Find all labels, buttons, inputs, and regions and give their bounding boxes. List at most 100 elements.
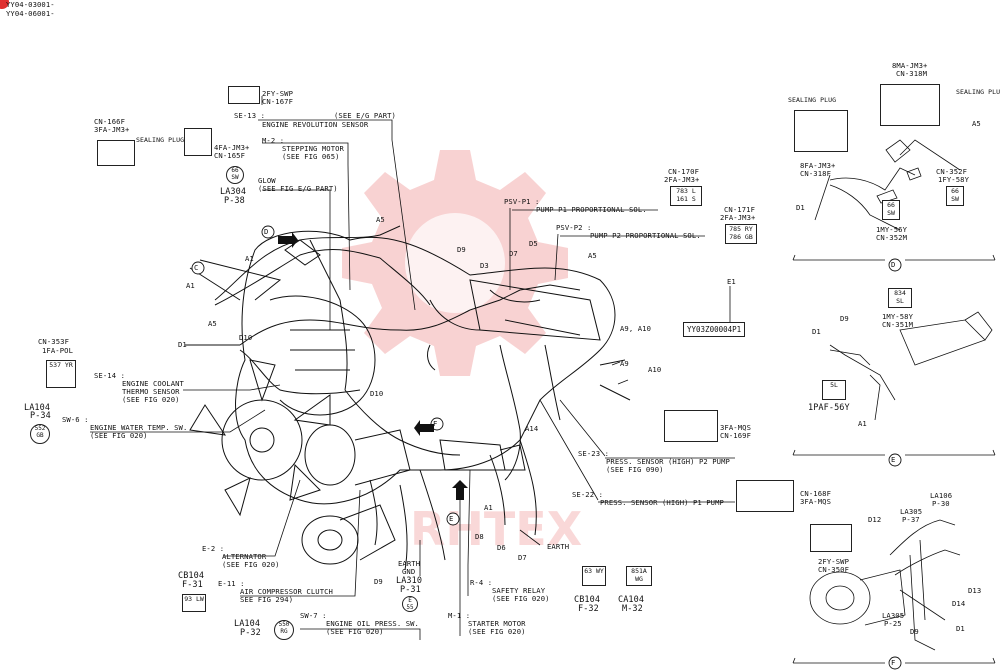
detail-d-a5: A5 — [972, 119, 981, 128]
cn167f-type: 2FY-SWP — [262, 89, 293, 98]
cb104a-page: F-31 — [182, 580, 203, 590]
callout-c: C — [194, 263, 199, 272]
wire-d9: D9 — [457, 245, 466, 254]
wire-a5-left: A5 — [208, 319, 217, 328]
sw6-code: SW-6 : — [62, 415, 89, 424]
wire-a1-left: A1 — [186, 281, 195, 290]
se13-name: ENGINE REVOLUTION SENSOR — [262, 120, 369, 129]
detail-f-d9: D9 — [910, 627, 919, 636]
paf-connector: 5L — [822, 380, 846, 400]
cn352m-connector: 66 SW — [882, 200, 900, 220]
la106-code: LA106 — [930, 491, 953, 500]
cn168f-connector — [736, 480, 794, 512]
cn169f-type: 3FA-MQS — [720, 423, 751, 432]
la305a-page: P-37 — [902, 515, 920, 524]
wire-d1: D1 — [178, 340, 187, 349]
sw7-name: ENGINE OIL PRESS. SW. — [326, 619, 419, 628]
psvp2-code: PSV-P2 : — [556, 223, 592, 232]
arrow-d — [278, 232, 298, 248]
cn352m-type: 1MY-56Y — [876, 225, 907, 234]
cn170f-type: 2FA-JM3+ — [664, 175, 700, 184]
detail-e-d1: D1 — [812, 327, 821, 336]
arrow-e — [452, 480, 468, 500]
cn170f-id: CN-170F — [668, 167, 699, 176]
detail-panels — [792, 139, 996, 664]
wire-d7: D7 — [509, 249, 518, 258]
se14-name2: THERMO SENSOR — [122, 387, 180, 396]
cn353f-connector: 537 YR — [46, 360, 76, 388]
se23-code: SE-23 : — [578, 449, 609, 458]
detail-f-d12: D12 — [868, 515, 882, 524]
paf-type: 1PAF-56Y — [808, 403, 850, 413]
wire-d3: D3 — [480, 261, 489, 270]
cb104a-code: CB104 — [178, 571, 205, 581]
se23-name: PRESS. SENSOR (HIGH) P2 PUMP — [606, 457, 730, 466]
sw6-name: ENGINE WATER TEMP. SW. — [90, 423, 188, 432]
wire-a9: A9 — [620, 359, 629, 368]
cn318f-plug: SEALING PLUG — [788, 96, 837, 104]
cn170f-connector: 783 L 161 S — [670, 186, 702, 206]
cb104b-connector: 63 WY — [582, 566, 606, 586]
cn351m-connector: 834 SL — [888, 288, 912, 308]
la305b-code: LA305 — [882, 611, 905, 620]
callout-f: F — [433, 419, 438, 428]
la104-page: P-34 — [30, 411, 51, 421]
cn166f-plug: SEALING PLUG — [136, 136, 185, 144]
wire-a1: A1 — [245, 254, 254, 263]
detail-f-title: F — [891, 658, 896, 667]
la104-circle: 552 GB — [30, 424, 50, 444]
engine-drawing — [185, 225, 631, 571]
e11-code: E-11 : — [218, 579, 245, 588]
wire-d10b: D10 — [370, 389, 384, 398]
callout-d: D — [264, 227, 269, 236]
cn166f-type: 3FA-JM3+ — [94, 125, 130, 134]
sw7-code: SW-7 : — [300, 611, 327, 620]
psvp1-name: PUMP P1 PROPORTIONAL SOL. — [536, 205, 647, 214]
se14-note: (SEE FIG 020) — [122, 395, 180, 404]
cn165f-type: 4FA-JM3+ — [214, 143, 250, 152]
r4-note: (SEE FIG 020) — [492, 594, 550, 603]
cn169f-connector — [664, 410, 718, 442]
cb104b-page: F-32 — [578, 604, 599, 614]
sw7-note: (SEE FIG 020) — [326, 627, 384, 636]
psvp2-name: PUMP P2 PROPORTIONAL SOL. — [590, 231, 701, 240]
se22-code: SE-22 : — [572, 490, 603, 499]
cn352f-type: 1FY-58Y — [938, 175, 969, 184]
detail-f-d1: D1 — [956, 624, 965, 633]
callout-e-circle — [446, 512, 460, 526]
detail-f-d14: D14 — [952, 599, 966, 608]
cn352f-id: CN-352F — [936, 167, 967, 176]
wire-a1-lower: A1 — [484, 503, 493, 512]
leader-lines — [90, 96, 735, 640]
la305b-page: P-25 — [884, 619, 902, 628]
detail-f-circle — [888, 656, 902, 670]
cn165f-connector — [184, 128, 212, 156]
wire-d9-lower: D9 — [374, 577, 383, 586]
cn318m-connector — [880, 84, 940, 126]
earth-gnd-1: EARTH — [398, 559, 421, 568]
cn350f-type: 2FY-SWP — [818, 557, 849, 566]
cb104a-connector: 93 LW — [182, 594, 206, 612]
wire-d6: D6 — [497, 543, 506, 552]
m1-note: (SEE FIG 020) — [468, 627, 526, 636]
doc-code-2: YY04-06001- — [6, 9, 55, 18]
detail-e-circle — [888, 453, 902, 467]
callout-e: E — [449, 514, 454, 523]
cn168f-type: 3FA-MQS — [800, 497, 831, 506]
sw6-note: (SEE FIG 020) — [90, 431, 148, 440]
wire-a5-right: A5 — [588, 251, 597, 260]
cn353f-type: 1FA-POL — [42, 346, 73, 355]
m2-code: M-2 : — [262, 136, 285, 145]
cn352f-connector: 66 SW — [946, 186, 964, 206]
la104b-circle: 550 RG — [274, 620, 294, 640]
e2-name: ALTERNATOR — [222, 552, 267, 561]
se14-name1: ENGINE COOLANT — [122, 379, 184, 388]
callout-c-circle — [191, 261, 205, 275]
se22-name: PRESS. SENSOR (HIGH) P1 PUMP — [600, 498, 724, 507]
detail-e-title: E — [891, 455, 896, 464]
m1-code: M-1 : — [448, 611, 471, 620]
cn171f-type: 2FA-JM3+ — [720, 213, 756, 222]
detail-d-title: D — [891, 260, 896, 269]
